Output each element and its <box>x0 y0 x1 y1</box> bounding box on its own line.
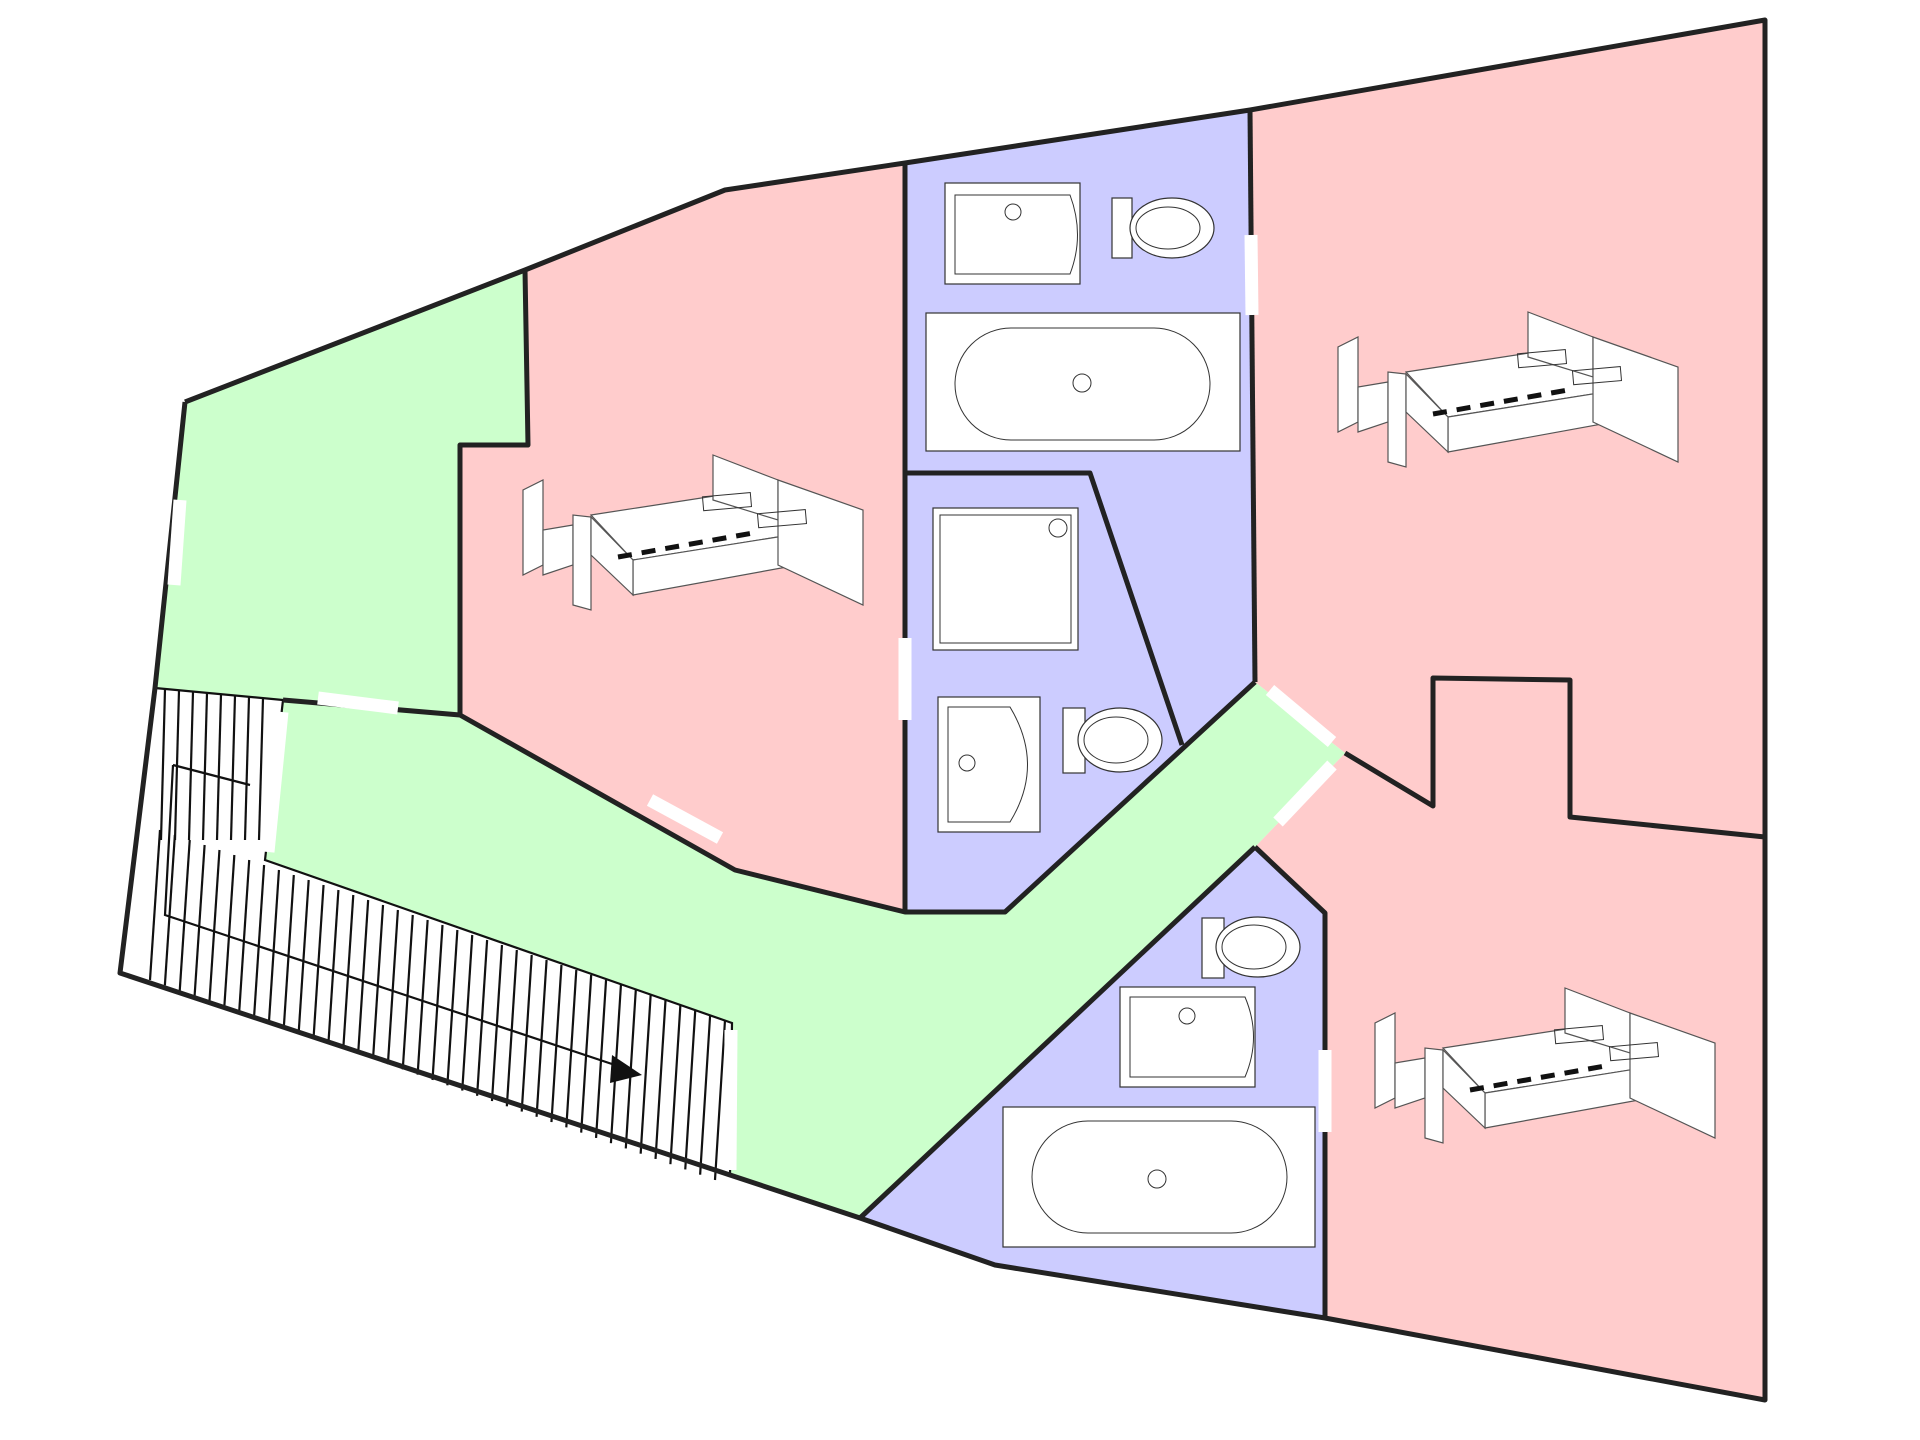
toilet-icon <box>1062 707 1163 774</box>
stair-tread <box>386 909 399 1065</box>
bathroom-2-fixtures <box>932 507 1163 833</box>
doors <box>167 234 1337 1171</box>
stair-tread <box>257 698 265 841</box>
stair-tread <box>594 979 608 1138</box>
stair-tread <box>461 934 474 1091</box>
stair-tread <box>371 904 385 1060</box>
stair-arrow-icon <box>610 1055 642 1083</box>
stair-tread <box>520 954 533 1112</box>
stair-tread <box>401 914 414 1070</box>
stair-tread <box>297 879 310 1033</box>
toilet-icon <box>1111 197 1215 259</box>
stair-tread <box>342 894 355 1049</box>
stair-tread <box>312 884 325 1038</box>
stair-tread <box>229 695 237 841</box>
stair-tread <box>208 849 221 1002</box>
landing <box>155 270 528 715</box>
stair-tread <box>416 919 429 1075</box>
stair-tread <box>163 834 176 986</box>
shower-icon <box>932 507 1079 651</box>
stair-tread <box>699 1014 712 1175</box>
stair-tread <box>252 864 266 1017</box>
door-opening <box>261 711 289 853</box>
stair-tread <box>243 696 251 841</box>
stair-tread <box>684 1009 697 1170</box>
stair-tread <box>713 1019 727 1181</box>
door-opening <box>317 691 399 715</box>
door-opening <box>723 1029 738 1171</box>
stair-tread <box>327 889 340 1044</box>
sink-icon <box>944 182 1081 285</box>
stair-tread <box>535 959 548 1117</box>
stair-tread <box>267 869 281 1023</box>
stair-tread <box>282 874 295 1028</box>
bathtub-icon <box>925 312 1241 452</box>
stair-tread <box>187 691 195 841</box>
hallway <box>265 682 1345 1218</box>
door-opening <box>646 794 724 844</box>
door-opening <box>167 499 187 586</box>
stair-tread <box>238 859 251 1012</box>
door-opening <box>1265 685 1337 747</box>
toilet-icon <box>1201 916 1301 979</box>
stair-tread <box>215 694 223 841</box>
sink-icon <box>937 696 1041 833</box>
bathroom-3-fixtures <box>1002 916 1316 1248</box>
stair-tread <box>223 854 236 1007</box>
staircase <box>119 686 734 1181</box>
stair-tread <box>639 994 652 1154</box>
stair-tread <box>446 929 459 1086</box>
stair-tread <box>431 924 444 1081</box>
stair-tread <box>580 974 593 1133</box>
stair-tread <box>148 829 162 981</box>
bathtub-icon <box>1002 1106 1316 1248</box>
stair-tread <box>654 999 667 1160</box>
stair-tread <box>476 939 489 1096</box>
door-opening <box>1273 760 1337 827</box>
stair-tread <box>490 944 504 1102</box>
bathroom-1-fixtures <box>925 182 1241 452</box>
stair-tread <box>178 839 191 991</box>
door-opening <box>1244 234 1259 316</box>
stair-tread <box>357 899 370 1054</box>
stair-tread <box>159 688 167 841</box>
stair-tread <box>550 964 563 1123</box>
walls <box>117 17 1768 1403</box>
sink-icon <box>1119 986 1256 1088</box>
stair-tread <box>669 1004 682 1165</box>
stair-tread <box>565 969 578 1128</box>
stair-tread <box>201 692 209 841</box>
stair-tread <box>505 949 518 1107</box>
stair-tread <box>193 844 206 996</box>
